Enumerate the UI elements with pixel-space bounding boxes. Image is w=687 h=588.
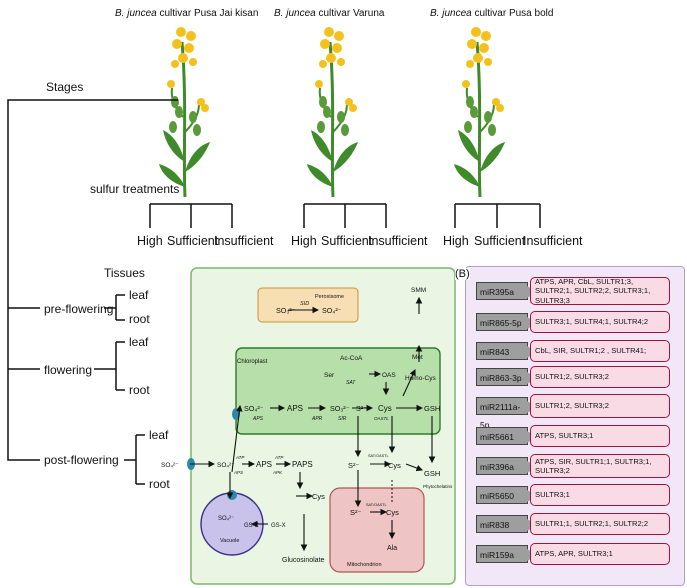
mirna-name: miR5650 — [476, 486, 537, 504]
mirna-name: miR396a — [476, 457, 537, 475]
vac-so4: SO₄²⁻ — [218, 516, 234, 522]
sulfur-pathway-diagram: SO₃²⁻ SO₄²⁻ SID Peroxisome SMM Met Homo-… — [161, 267, 456, 585]
cyt-atp-2: ATP — [274, 455, 283, 460]
acoa-label: Ac-CoA — [340, 355, 363, 362]
cyt-s2: S²⁻ — [348, 461, 360, 470]
chloroplast-label: Chloroplast — [237, 359, 268, 365]
stage-post-flowering: post-flowering — [44, 453, 119, 467]
mito-cys: Cys — [386, 508, 399, 517]
mirna-targets: SULTR3;1, SULTR4;1, SULTR4;2 — [530, 311, 670, 333]
met-label: Met — [412, 354, 423, 361]
vac-gsx: GS-X — [244, 523, 259, 529]
chl-so3: SO₃²⁻ — [330, 404, 350, 413]
glucosinolate-label: Glucosinolate — [282, 557, 325, 564]
cyt-paps: PAPS — [292, 460, 313, 469]
treatment-insufficient-1: Insufficient — [214, 234, 274, 248]
mirna-targets: ATPS, APR, CbL, SULTR1;3, SULTR2;1, SULT… — [530, 277, 670, 305]
sulfur-treatments-label: sulfur treatments — [90, 182, 180, 196]
cyt-atp: ATP — [235, 455, 244, 460]
mito-sat-oastl: SAT/OASTL — [366, 503, 387, 507]
treatment-sufficient-2: Sufficient — [321, 234, 373, 248]
tissue-root-1: root — [129, 312, 150, 326]
mirna-targets: SULTR1;2, SULTR3;2 — [530, 394, 670, 418]
mirna-targets: SULTR3;1 — [530, 484, 670, 506]
panel-b-label: (B) — [455, 268, 470, 280]
chl-cys: Cys — [378, 404, 392, 413]
treatment-sufficient-1: Sufficient — [167, 234, 219, 248]
tissue-leaf-1: leaf — [129, 288, 149, 302]
ext-so4: SO₄²⁻ — [161, 462, 179, 469]
chl-so4: SO₄²⁻ — [244, 404, 264, 413]
oas-label: OAS — [382, 372, 396, 379]
tissue-root-2: root — [129, 383, 150, 397]
cyt-gsx: GS-X — [271, 523, 286, 529]
smm-label: SMM — [411, 287, 426, 294]
treatment-high-1: High — [137, 234, 163, 248]
mirna-targets: SULTR1;1, SULTR2;1, SULTR2;2 — [530, 513, 670, 535]
mirna-name: miR2111a-5p — [476, 397, 537, 430]
stage-flowering: flowering — [44, 363, 93, 377]
cyt-cys: Cys — [312, 492, 325, 501]
pathway-labels: SO₃²⁻ SO₄²⁻ SID Peroxisome SMM Met Homo-… — [161, 287, 453, 568]
cyt-apk: APK — [272, 470, 283, 475]
mirna-name: miR395a — [476, 282, 537, 300]
mirna-targets: CbL, SIR, SULTR1;2 , SULTR41; — [530, 340, 670, 362]
chl-aps: APS — [287, 404, 303, 413]
cultivar-caption-1: B. juncea cultivar Pusa Jai kisan — [115, 8, 259, 19]
perox-so3: SO₃²⁻ — [276, 306, 296, 315]
cyt-so4: SO₄²⁻ — [217, 462, 235, 469]
mirna-name: miR863-3p — [476, 368, 537, 386]
chloroplast-box — [235, 347, 441, 435]
mirna-targets: ATPS, SULTR3;1 — [530, 425, 670, 447]
sid-label: SID — [300, 301, 309, 307]
chl-gsh: GSH — [424, 404, 440, 413]
stage-pre-flowering: pre-flowering — [44, 302, 114, 316]
perox-so4: SO₄²⁻ — [322, 306, 342, 315]
sat-label: SAT — [346, 380, 356, 386]
tissue-leaf-3: leaf — [149, 428, 169, 442]
mitochondrion-label: Mitochondrion — [347, 562, 382, 568]
stage-tree — [7, 99, 178, 485]
treatment-high-2: High — [291, 234, 317, 248]
cyt-cys-2: Cys — [388, 461, 401, 470]
plants-layer — [149, 25, 541, 228]
tissue-leaf-2: leaf — [129, 335, 149, 349]
cultivar-caption-3: B. juncea cultivar Pusa bold — [430, 8, 554, 19]
cultivar-caption-2: B. juncea cultivar Varuna — [274, 8, 385, 19]
peroxisome-box — [257, 287, 359, 323]
chl-sir: SIR — [338, 416, 347, 422]
cyt-gsh: GSH — [424, 469, 440, 478]
chl-s2: S²⁻ — [356, 404, 367, 413]
treatment-sufficient-3: Sufficient — [474, 234, 526, 248]
vacuole-label: Vacuole — [220, 538, 239, 544]
homocys-label: Homo-Cys — [405, 375, 436, 382]
stages-label: Stages — [46, 80, 84, 94]
mirna-name: miR865-5p — [476, 313, 537, 331]
mito-ala: Ala — [387, 545, 397, 552]
chl-aps-enzyme: APS — [252, 416, 264, 422]
treatment-insufficient-3: Insufficient — [523, 234, 583, 248]
mirna-name: miR838 — [476, 515, 537, 533]
chl-oastl: OASTL — [374, 416, 389, 421]
transporter-3 — [227, 490, 237, 500]
mirna-name: miR843 — [476, 342, 537, 360]
phytochelatins-label: Phytochelatins — [423, 484, 453, 489]
mito-s2: S²⁻ — [350, 508, 362, 517]
tissue-root-3: root — [149, 477, 170, 491]
ser-label: Ser — [324, 372, 335, 379]
cyt-sat-oastl: SAT/OASTL — [368, 454, 389, 458]
mirna-targets: SULTR1;2, SULTR3;2 — [530, 366, 670, 388]
mitochondrion-box — [329, 487, 425, 573]
cyt-aps-enzyme: APS — [233, 470, 243, 475]
cyt-aps: APS — [256, 460, 272, 469]
treatment-insufficient-2: Insufficient — [368, 234, 428, 248]
tissues-label: Tissues — [104, 266, 145, 280]
mirna-name: miR5661 — [476, 427, 537, 445]
mirna-targets: ATPS, APR, SULTR3;1 — [530, 543, 670, 565]
treatment-high-3: High — [443, 234, 469, 248]
mirna-targets: ATPS, SIR, SULTR1;1, SULTR3;1, SULTR3;2 — [530, 454, 670, 478]
mirna-name: miR159a — [476, 545, 537, 563]
chl-apr: APR — [311, 416, 323, 422]
peroxisome-label: Peroxisome — [315, 294, 344, 300]
